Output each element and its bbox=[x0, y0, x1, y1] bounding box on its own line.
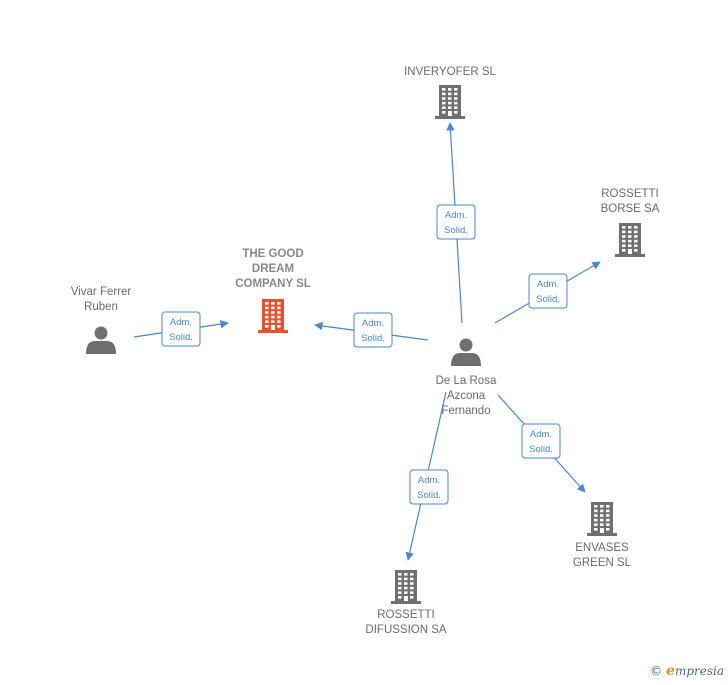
edge-label-box[interactable] bbox=[521, 423, 561, 459]
brand-logo: ©empresia bbox=[650, 663, 724, 679]
node-label-rossetti_borse: BORSE SA bbox=[601, 203, 660, 215]
edge-delarosa-to-inveryofer: Adm. Solid. bbox=[436, 122, 476, 324]
node-label-delarosa: Azcona bbox=[447, 390, 486, 402]
node-rossetti_borse[interactable]: ROSSETTI BORSE SA bbox=[601, 188, 660, 257]
node-label-main: COMPANY SL bbox=[235, 278, 311, 290]
edge-delarosa-to-rossetti_difussion: Adm. Solid. bbox=[405, 391, 449, 561]
edge-label-text: Adm. bbox=[537, 279, 559, 290]
node-label-rossetti_borse: ROSSETTI bbox=[601, 188, 659, 200]
person-icon bbox=[451, 338, 481, 366]
node-label-delarosa: Fernando bbox=[441, 405, 490, 417]
building-icon bbox=[391, 570, 421, 604]
node-main[interactable]: THE GOOD DREAM COMPANY SL bbox=[235, 248, 311, 333]
edge-label-text: Adm. bbox=[530, 429, 552, 440]
building-icon bbox=[258, 299, 288, 333]
node-label-delarosa: De La Rosa bbox=[436, 375, 497, 387]
edge-label-text: Adm. bbox=[362, 318, 384, 329]
node-label-rossetti_difussion: ROSSETTI bbox=[377, 609, 435, 621]
building-icon bbox=[615, 223, 645, 257]
building-icon bbox=[587, 502, 617, 536]
node-label-main: THE GOOD bbox=[242, 248, 303, 260]
edge-label-text: Solid. bbox=[169, 332, 193, 343]
edge-label-text: Solid. bbox=[417, 490, 441, 501]
node-rossetti_difussion[interactable]: ROSSETTI DIFUSSION SA bbox=[365, 570, 447, 636]
node-label-rossetti_difussion: DIFUSSION SA bbox=[365, 624, 446, 636]
edge-label-box[interactable] bbox=[353, 312, 393, 348]
node-label-vivar: Ruben bbox=[84, 301, 118, 313]
edge-label-text: Adm. bbox=[445, 210, 467, 221]
edge-delarosa-to-rossetti_borse: Adm. Solid. bbox=[494, 261, 601, 324]
edge-label-box[interactable] bbox=[409, 469, 449, 505]
edge-label-box[interactable] bbox=[161, 311, 201, 347]
node-label-vivar: Vivar Ferrer bbox=[71, 286, 132, 298]
node-envases[interactable]: ENVASES GREEN SL bbox=[573, 502, 632, 569]
edge-label-text: Solid. bbox=[536, 294, 560, 305]
building-icon bbox=[435, 85, 465, 119]
edge-vivar-to-main: Adm. Solid. bbox=[133, 311, 229, 347]
edge-label-text: Solid. bbox=[444, 225, 468, 236]
edge-label-box[interactable] bbox=[436, 204, 476, 240]
edge-label-text: Solid. bbox=[529, 444, 553, 455]
edge-label-text: Adm. bbox=[418, 475, 440, 486]
brand-initial: e bbox=[666, 663, 675, 679]
person-icon bbox=[86, 326, 116, 354]
edge-label-text: Adm. bbox=[170, 317, 192, 328]
node-label-inveryofer: INVERYOFER SL bbox=[404, 66, 496, 78]
copyright-symbol: © bbox=[650, 664, 663, 678]
node-label-main: DREAM bbox=[252, 263, 294, 275]
edge-delarosa-to-main: Adm. Solid. bbox=[314, 312, 429, 348]
node-inveryofer[interactable]: INVERYOFER SL bbox=[404, 66, 497, 119]
edge-label-text: Solid. bbox=[361, 333, 385, 344]
edge-label-box[interactable] bbox=[528, 273, 568, 309]
edge-delarosa-to-envases: Adm. Solid. bbox=[497, 394, 586, 493]
brand-name: mpresia bbox=[674, 664, 724, 678]
node-label-envases: ENVASES bbox=[575, 542, 629, 554]
node-label-envases: GREEN SL bbox=[573, 557, 632, 569]
